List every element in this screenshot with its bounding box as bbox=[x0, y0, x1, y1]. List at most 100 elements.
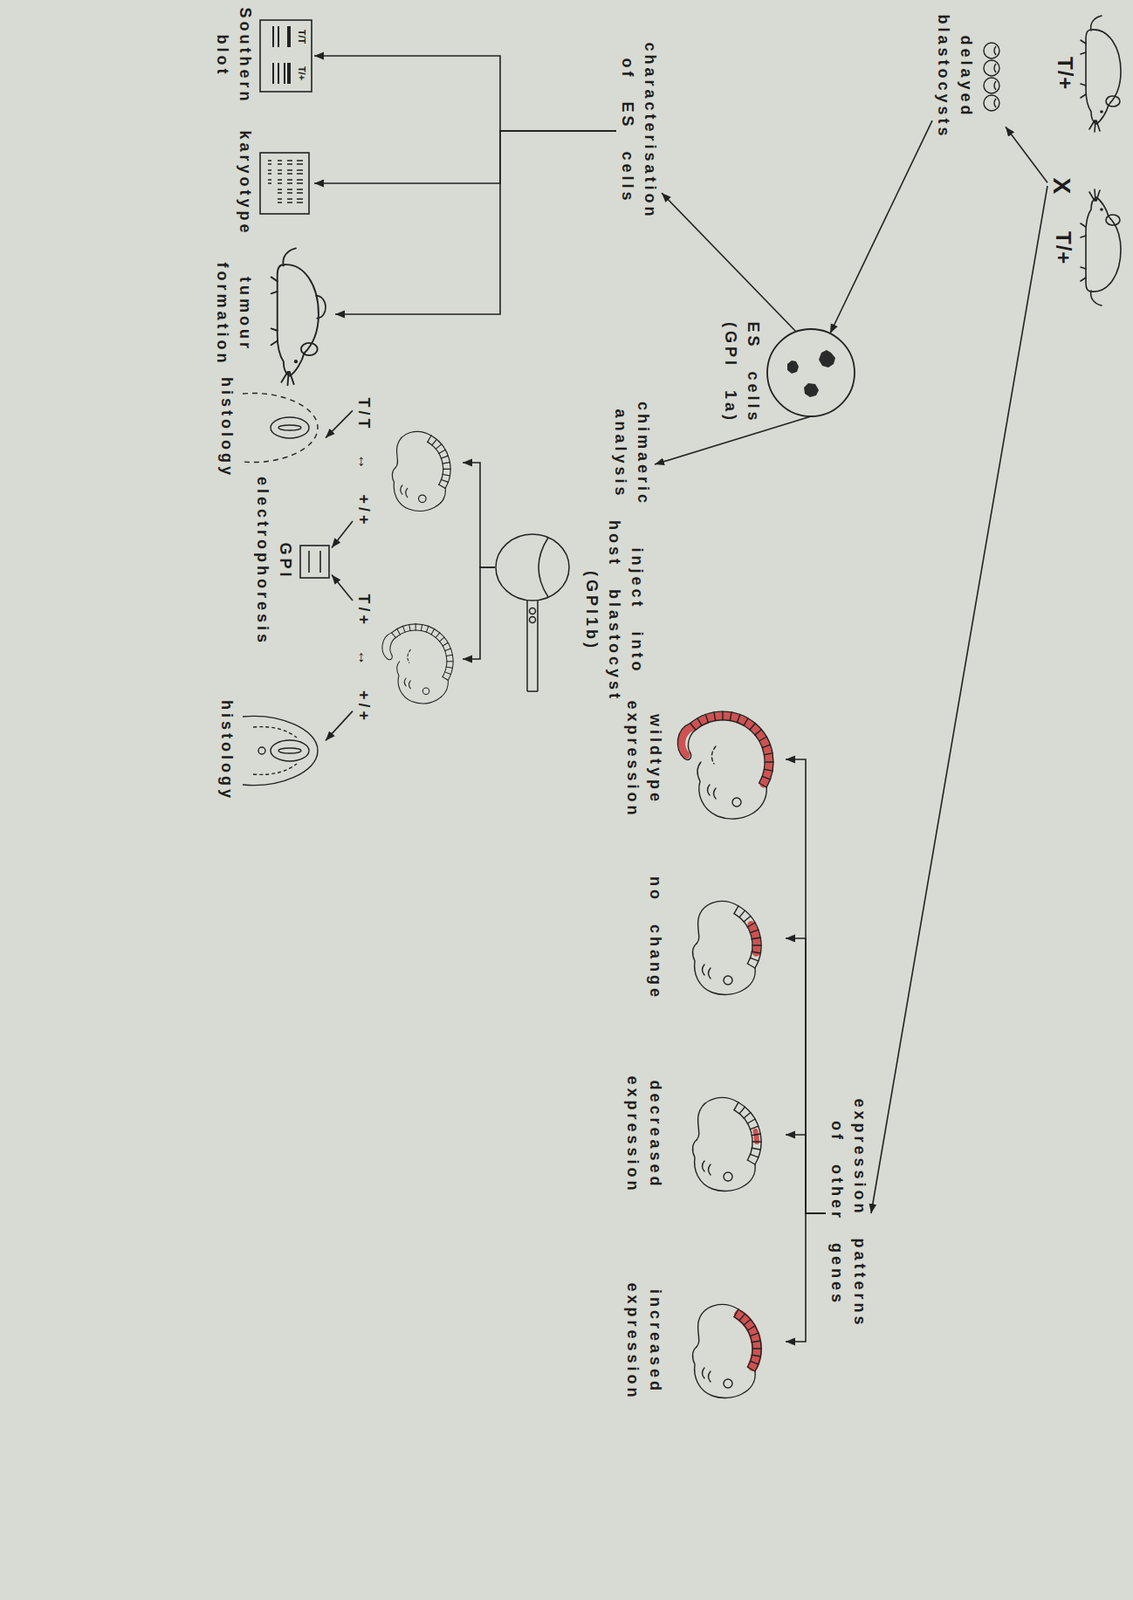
connector-arrow bbox=[325, 711, 353, 742]
gpi-gel: GPI electrophoresis bbox=[251, 476, 332, 646]
es-cell-circle: ES cells (GPI 1a) bbox=[719, 311, 858, 434]
histology-section-drawing bbox=[253, 727, 297, 776]
connector-arrow bbox=[871, 185, 1048, 1214]
connector-arrow bbox=[830, 120, 933, 334]
es-cell-dish bbox=[767, 329, 855, 417]
karyotype-spread bbox=[260, 152, 309, 214]
histology-section: histology bbox=[215, 700, 326, 802]
node-label: T/T bbox=[295, 19, 309, 55]
node-label: histology bbox=[215, 377, 239, 479]
es-cell-dish bbox=[767, 329, 855, 417]
tumour-mouse bbox=[271, 247, 326, 385]
chimaera-embryo-drawing bbox=[382, 624, 454, 704]
process-label: expression patterns of other genes bbox=[825, 1089, 872, 1339]
cross-symbol: X bbox=[1047, 178, 1076, 195]
node-label: T/T ↔ +/+ bbox=[352, 398, 376, 529]
expression-embryo-drawing bbox=[693, 1304, 762, 1399]
connector-arrow bbox=[462, 462, 495, 568]
connector-arrow bbox=[785, 759, 826, 1214]
node-label: Southern blot bbox=[211, 3, 257, 109]
connector-arrow bbox=[785, 1134, 826, 1214]
chimaera-embryo-drawing bbox=[382, 624, 454, 704]
southern-blot: T/TT/+ Southern blot bbox=[211, 3, 315, 109]
node-label: characterisation of ES cells bbox=[616, 42, 662, 220]
blastocyst-drawing bbox=[983, 60, 1000, 76]
histology-section: histology bbox=[215, 377, 326, 479]
histology-section-drawing bbox=[278, 425, 302, 431]
blastocyst-drawing bbox=[983, 95, 1000, 111]
chimaera-embryo: T/T ↔ +/+ bbox=[352, 398, 463, 529]
es-cell-dish bbox=[818, 350, 836, 368]
chimaera-embryo-drawing bbox=[391, 431, 451, 511]
blastocyst-drawing bbox=[983, 42, 1000, 59]
connector-arrow bbox=[785, 938, 826, 1214]
karyotype: karyotype bbox=[233, 130, 315, 237]
karyotype-spread bbox=[260, 152, 309, 214]
histology-section-drawing bbox=[270, 417, 309, 439]
connector-arrow bbox=[325, 410, 353, 438]
node-label: tumour formation bbox=[211, 240, 257, 389]
injection-drawing bbox=[495, 534, 570, 601]
injection-drawing bbox=[529, 608, 536, 615]
process-label: chimaeric analysis bbox=[609, 401, 655, 507]
histology-section-drawing bbox=[278, 748, 302, 754]
es-cell-dish bbox=[787, 360, 799, 374]
tumour-mouse bbox=[315, 295, 326, 319]
node-label: T/+ bbox=[1052, 56, 1078, 90]
chimaera-embryo-drawing bbox=[391, 431, 451, 511]
expression-embryo: no change bbox=[644, 874, 786, 1003]
connector-arrow bbox=[462, 567, 495, 660]
southern-blot-gel bbox=[287, 26, 291, 48]
expression-embryo-drawing bbox=[755, 1131, 757, 1142]
karyotype-spread bbox=[267, 160, 303, 203]
node-label: increased expression bbox=[621, 1277, 667, 1406]
expression-embryo-drawing bbox=[677, 711, 774, 819]
node-label: expression patterns of other genes bbox=[825, 1089, 872, 1339]
histology-section-drawing bbox=[242, 715, 318, 785]
histology-section-drawing bbox=[270, 740, 309, 762]
tumour-mouse: tumour formation bbox=[211, 240, 336, 389]
southern-blot-gel bbox=[287, 62, 291, 84]
node-label: chimaeric analysis bbox=[609, 401, 655, 507]
histology-section-drawing bbox=[258, 747, 266, 755]
node-label: karyotype bbox=[233, 130, 257, 237]
node-label: decreased expression bbox=[621, 1071, 667, 1199]
node-label: no change bbox=[644, 874, 667, 1003]
node-label: T/+ ↔ +/+ bbox=[352, 594, 376, 725]
southern-blot-gel bbox=[260, 20, 312, 92]
mouse-label: T/+ bbox=[1052, 56, 1128, 90]
expression-embryo-drawing bbox=[693, 901, 762, 996]
blastocyst-drawing bbox=[983, 42, 1000, 111]
expression-embryo-drawing bbox=[693, 1098, 762, 1192]
process-label: characterisation of ES cells bbox=[616, 42, 662, 220]
injection-drawing bbox=[527, 600, 538, 692]
node-label: ES cells (GPI 1a) bbox=[719, 311, 765, 434]
mouse-label: T/+ bbox=[1050, 231, 1128, 265]
es-cell-dish bbox=[803, 383, 819, 398]
connector-arrow bbox=[314, 130, 617, 184]
tumour-mouse bbox=[271, 247, 319, 385]
blastocyst-drawing bbox=[983, 77, 1000, 94]
connector-arrow bbox=[335, 130, 617, 315]
node-label: T/+ bbox=[1050, 231, 1076, 265]
connector-arrow bbox=[314, 55, 617, 131]
connector-arrow bbox=[331, 521, 353, 549]
injection-drawing bbox=[495, 534, 570, 692]
southern-blot-gel bbox=[273, 26, 285, 84]
connector-arrow bbox=[785, 1213, 826, 1342]
injection-drawing bbox=[529, 617, 536, 624]
connector-arrow bbox=[654, 416, 811, 465]
expression-embryo-drawing bbox=[677, 711, 774, 819]
expression-embryo-drawing bbox=[693, 1098, 762, 1192]
expression-embryo: decreased expression bbox=[621, 1071, 786, 1199]
parent-mouse bbox=[1080, 15, 1121, 132]
histology-section-drawing bbox=[242, 715, 318, 785]
host-blastocyst: inject into host blastocyst (GPI1b) bbox=[494, 516, 649, 706]
histology-section-drawing bbox=[242, 392, 318, 462]
node-label: T/+ bbox=[295, 55, 309, 91]
injection-drawing bbox=[538, 537, 549, 598]
gpi-gel bbox=[300, 545, 330, 578]
